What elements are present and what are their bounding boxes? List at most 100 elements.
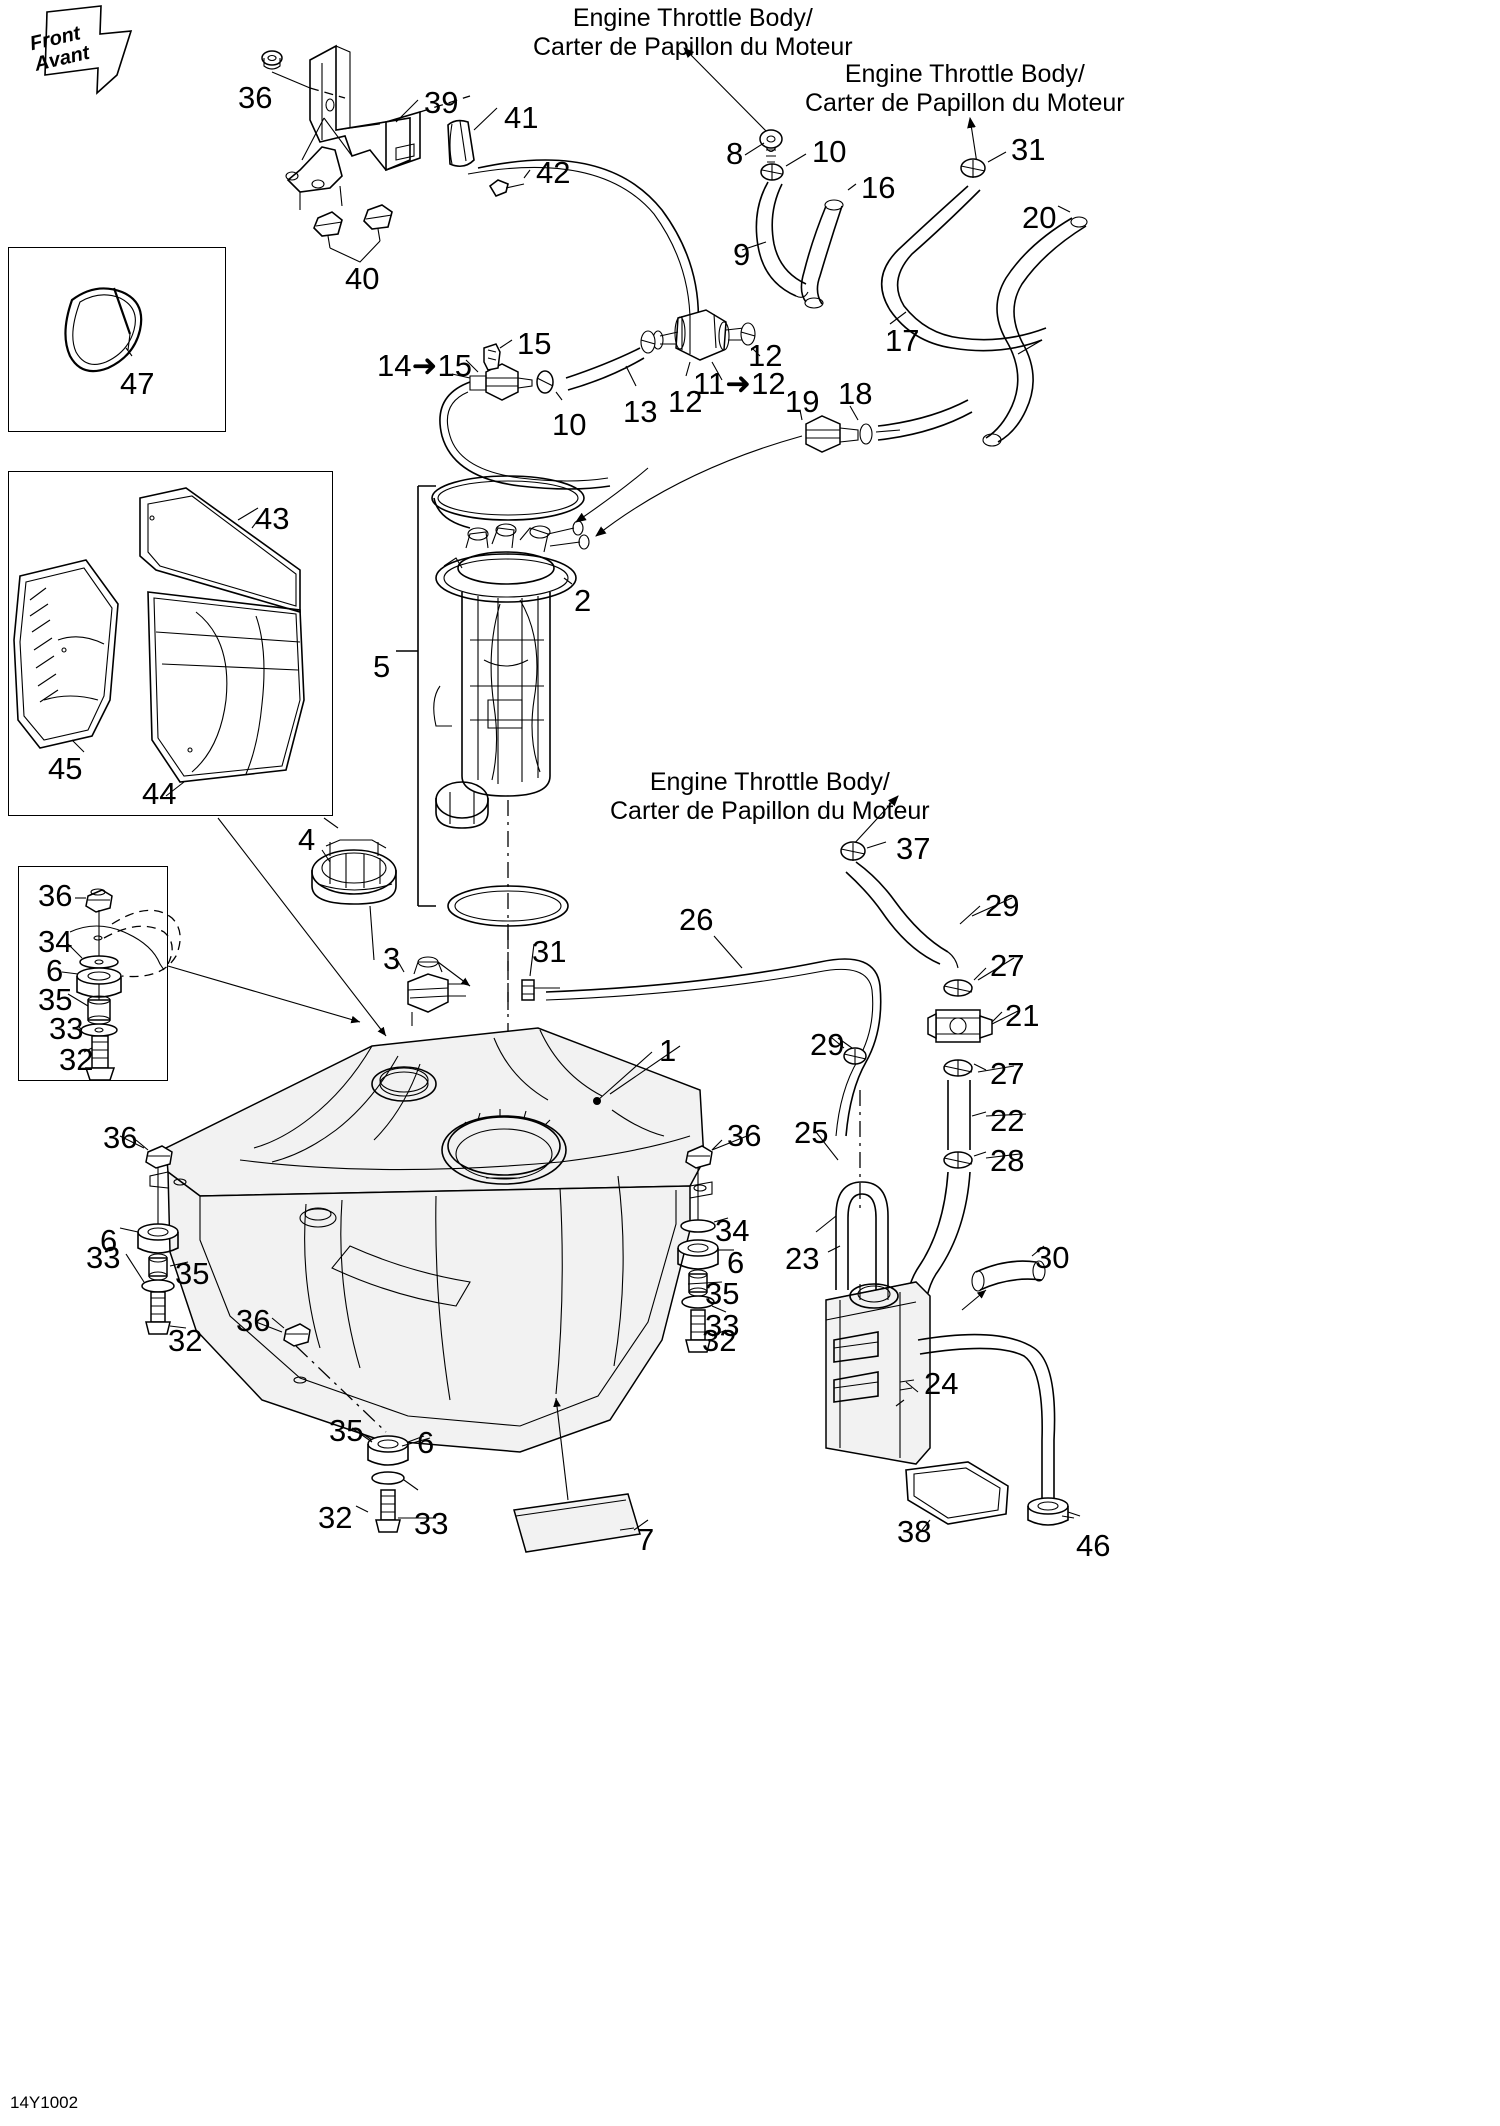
- callout-20: 20: [1022, 200, 1057, 235]
- note-line-2: Carter de Papillon du Moteur: [533, 32, 853, 61]
- callout-35: 35: [38, 982, 73, 1017]
- callout-27: 27: [990, 948, 1025, 983]
- note-line-1: Engine Throttle Body/: [649, 768, 890, 796]
- callout-5: 5: [373, 649, 391, 684]
- part-31-clamp: [961, 152, 1006, 178]
- callout-29: 29: [985, 888, 1020, 923]
- callout-6: 6: [100, 1223, 118, 1258]
- callout-22: 22: [990, 1103, 1025, 1138]
- callout-32: 32: [318, 1500, 353, 1535]
- callout-15: 15: [517, 326, 552, 361]
- left-mount-hardware: [120, 1140, 188, 1334]
- callout-13: 13: [623, 394, 658, 429]
- note-engine-throttle-body-top-center: Engine Throttle Body/ Carter de Papillon…: [533, 4, 853, 61]
- callout-34: 34: [715, 1213, 750, 1248]
- callout-10: 10: [812, 134, 847, 169]
- inset-panels-43-44-45: [8, 471, 333, 816]
- part-15-clip: [484, 340, 512, 370]
- note-line-2: Carter de Papillon du Moteur: [610, 796, 930, 825]
- note-engine-throttle-body-mid-right: Engine Throttle Body/ Carter de Papillon…: [610, 768, 930, 825]
- part-19-18-connector: [800, 400, 972, 452]
- callout-27: 27: [990, 1056, 1025, 1091]
- callout-3: 3: [383, 941, 401, 976]
- inset-hose-clamp-47: [8, 247, 226, 432]
- callout-2: 2: [574, 583, 592, 618]
- callout-17: 17: [885, 323, 920, 358]
- callout-25: 25: [794, 1115, 829, 1150]
- part-3-valve: [396, 957, 468, 1026]
- callout-10: 10: [552, 407, 587, 442]
- callout-37: 37: [896, 831, 931, 866]
- callout-36: 36: [103, 1120, 138, 1155]
- callout-45: 45: [48, 751, 83, 786]
- callout-14-to-15: 14➜15: [377, 348, 472, 383]
- callout-36: 36: [38, 878, 73, 913]
- callout-35: 35: [705, 1276, 740, 1311]
- callout-28: 28: [990, 1143, 1025, 1178]
- callout-44: 44: [142, 776, 177, 811]
- front-avant-text: Front Avant: [28, 22, 92, 75]
- bracket-assembly-39: [262, 46, 530, 262]
- callout-32: 32: [59, 1042, 94, 1077]
- callout-1: 1: [659, 1033, 677, 1068]
- note-engine-throttle-body-top-right: Engine Throttle Body/ Carter de Papillon…: [805, 60, 1125, 117]
- callout-6: 6: [46, 953, 64, 988]
- callout-33: 33: [705, 1308, 740, 1343]
- callout-35: 35: [175, 1256, 210, 1291]
- fuel-cap-4: [312, 818, 396, 960]
- callout-34: 34: [38, 924, 73, 959]
- inset-mount-detail: [18, 866, 168, 1081]
- part-7-pad: [514, 1494, 640, 1552]
- sheet-code: 14Y1002: [10, 2093, 79, 2112]
- callout-36: 36: [727, 1118, 762, 1153]
- callout-33: 33: [86, 1240, 121, 1275]
- callout-7: 7: [637, 1522, 655, 1557]
- callout-9: 9: [733, 237, 751, 272]
- canister-assembly: [816, 1182, 930, 1464]
- callout-26: 26: [679, 902, 714, 937]
- callout-38: 38: [897, 1514, 932, 1549]
- note-line-2: Carter de Papillon du Moteur: [805, 88, 1125, 117]
- fuel-pump-module: [396, 476, 589, 1010]
- callout-29: 29: [810, 1027, 845, 1062]
- callout-6: 6: [417, 1425, 435, 1460]
- callout-39: 39: [424, 85, 459, 120]
- callout-36: 36: [238, 80, 273, 115]
- callout-6: 6: [727, 1245, 745, 1280]
- callout-36: 36: [236, 1303, 271, 1338]
- right-valve-stack: [905, 968, 1002, 1340]
- callout-23: 23: [785, 1241, 820, 1276]
- callout-32: 32: [168, 1323, 203, 1358]
- callout-33: 33: [414, 1506, 449, 1541]
- callout-47: 47: [120, 366, 155, 401]
- callout-32: 32: [702, 1323, 737, 1358]
- part-10-washer: [761, 154, 806, 180]
- note-line-1: Engine Throttle Body/: [572, 4, 813, 32]
- callout-43: 43: [255, 501, 290, 536]
- fuel-tank-1: [150, 1028, 712, 1452]
- callout-24: 24: [924, 1366, 959, 1401]
- callout-18: 18: [838, 376, 873, 411]
- callout-31: 31: [532, 934, 567, 969]
- callout-42: 42: [536, 155, 571, 190]
- callout-40: 40: [345, 261, 380, 296]
- callout-12: 12: [668, 384, 703, 419]
- note-line-1: Engine Throttle Body/: [844, 60, 1085, 88]
- part-46-grommet: [1028, 1498, 1080, 1525]
- callout-33: 33: [49, 1011, 84, 1046]
- callout-30: 30: [1035, 1240, 1070, 1275]
- callout-8: 8: [726, 136, 744, 171]
- callout-31: 31: [1011, 132, 1046, 167]
- part-37-clamp: [841, 842, 886, 861]
- callout-21: 21: [1005, 998, 1040, 1033]
- callout-12: 12: [748, 338, 783, 373]
- part-8-bolt: [745, 130, 782, 162]
- callout-41: 41: [504, 100, 539, 135]
- callout-46: 46: [1076, 1528, 1111, 1563]
- callout-11-to-12: 11➜12: [693, 366, 786, 401]
- front-avant-badge: Front Avant: [18, 6, 146, 102]
- callout-19: 19: [785, 384, 820, 419]
- callout-16: 16: [861, 170, 896, 205]
- callout-35: 35: [329, 1413, 364, 1448]
